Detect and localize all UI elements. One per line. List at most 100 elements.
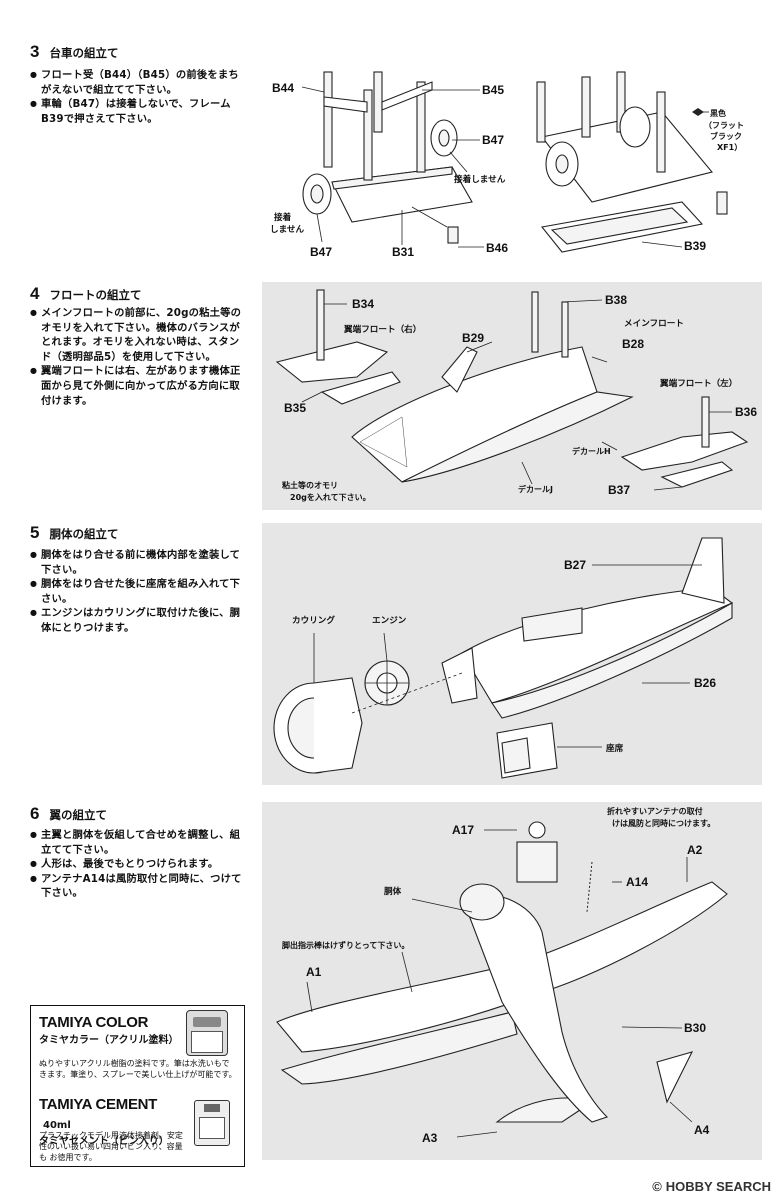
- label-b38: B38: [605, 293, 627, 307]
- step-4-diagram: B34 翼端フロート（右） B29 B38 メインフロート B28 翼端フロート…: [262, 282, 762, 510]
- tamiya-cement-brand: TAMIYA CEMENT: [39, 1096, 158, 1113]
- tamiya-color-subtitle: タミヤカラー（アクリル塗料）: [39, 1035, 179, 1046]
- instruction: 胴体をはり合せる前に機体内部を塗装して下さい。: [30, 548, 245, 577]
- label-decal-j: デカールJ: [518, 484, 553, 494]
- step-title: 翼の組立て: [49, 808, 107, 822]
- note-weight-1: 粘土等のオモリ: [281, 480, 338, 490]
- step-6-diagram: A17 A14 A2 A1 B30 A4 A3 胴体 脚出指示棒はけずりとって下…: [262, 802, 762, 1160]
- wingtip-float-left-illustration: [620, 396, 749, 488]
- step-number: 3: [30, 42, 40, 61]
- label-b34: B34: [352, 297, 374, 311]
- step-4-instructions: メインフロートの前部に、20gの粘土等のオモリを入れて下さい。機体のバランスがと…: [30, 306, 245, 408]
- watermark-text: HOBBY SEARCH: [665, 1179, 771, 1194]
- paint-note-2: （フラット: [704, 120, 744, 130]
- tamiya-color-section: TAMIYA COLOR タミヤカラー（アクリル塗料）: [39, 1014, 184, 1046]
- instruction: アンテナA14は風防取付と同時に、つけて下さい。: [30, 872, 245, 901]
- label-b29: B29: [462, 331, 484, 345]
- step-number: 5: [30, 523, 40, 542]
- label-wingtip-float-right: 翼端フロート（右）: [344, 323, 421, 335]
- label-b47: B47: [482, 133, 504, 147]
- watermark: © HOBBY SEARCH: [652, 1179, 771, 1194]
- note-no-glue-2b: しません: [270, 224, 305, 235]
- cart-assembled-illustration: [536, 71, 728, 253]
- label-decal-h: デカールH: [572, 446, 611, 456]
- tamiya-products-ad: TAMIYA COLOR タミヤカラー（アクリル塗料） ぬりやすいアクリル樹脂の…: [30, 1005, 245, 1167]
- step-6: 6 翼の組立て 主翼と胴体を仮組して合せめを調整し、組立てて下さい。 人形は、最…: [0, 790, 783, 1170]
- label-b37: B37: [608, 483, 630, 497]
- instruction: 主翼と胴体を仮組して合せめを調整し、組立てて下さい。: [30, 828, 245, 857]
- label-main-float: メインフロート: [624, 318, 684, 329]
- label-b36: B36: [735, 405, 757, 419]
- label-fuselage: 胴体: [384, 885, 402, 897]
- step-5-heading: 5 胴体の組立て: [30, 523, 118, 543]
- main-float-illustration: [351, 291, 634, 483]
- instruction: 胴体をはり合せた後に座席を組み入れて下さい。: [30, 577, 245, 606]
- label-b47-second: B47: [310, 245, 332, 259]
- fuselage-illustration: [459, 821, 609, 1123]
- label-a1: A1: [306, 965, 322, 979]
- label-b35: B35: [284, 401, 306, 415]
- step-3-heading: 3 台車の組立て: [30, 42, 118, 62]
- tamiya-cement-subtitle: タミヤセメント（ビン入り）: [39, 1136, 169, 1147]
- step-title: 台車の組立て: [49, 46, 119, 60]
- label-cowling: カウリング: [292, 614, 335, 626]
- wingtip-float-right-illustration: [275, 289, 401, 405]
- instruction: フロート受（B44）（B45）の前後をまちがえないで組立てて下さい。: [30, 68, 245, 97]
- instruction: エンジンはカウリングに取付けた後に、胴体にとりつけます。: [30, 606, 245, 635]
- cement-bottle-icon: [194, 1100, 230, 1146]
- label-engine: エンジン: [372, 615, 407, 626]
- engine-illustration: [364, 660, 410, 706]
- label-b31: B31: [392, 245, 414, 259]
- note-weight-2: 20gを入れて下さい。: [290, 493, 371, 502]
- label-b27: B27: [564, 558, 586, 572]
- label-b28: B28: [622, 337, 644, 351]
- tamiya-color-brand: TAMIYA COLOR: [39, 1014, 149, 1031]
- paint-note-4: XF1）: [717, 142, 742, 152]
- label-b46: B46: [486, 241, 508, 255]
- paint-note-1: 黒色: [710, 108, 726, 118]
- tamiya-color-description: ぬりやすいアクリル樹脂の塗料です。筆は水洗いもできます。筆塗り、スプレーで美しい…: [39, 1059, 237, 1079]
- note-no-glue-2a: 接着: [274, 211, 292, 223]
- cowling-illustration: [273, 677, 363, 774]
- label-a17: A17: [452, 823, 474, 837]
- label-a14: A14: [626, 875, 648, 889]
- step-6-heading: 6 翼の組立て: [30, 804, 107, 824]
- label-a3: A3: [422, 1131, 438, 1145]
- step-5-diagram: B27 カウリング エンジン B26 座席: [262, 523, 762, 785]
- step-3: 3 台車の組立て フロート受（B44）（B45）の前後をまちがえないで組立てて下…: [0, 0, 783, 270]
- label-wingtip-float-left: 翼端フロート（左）: [660, 377, 737, 389]
- instruction: 人形は、最後でもとりつけられます。: [30, 857, 245, 872]
- tamiya-cement-size: 40ml: [43, 1120, 71, 1131]
- step-4: 4 フロートの組立て メインフロートの前部に、20gの粘土等のオモリを入れて下さ…: [0, 270, 783, 510]
- note-antenna-2: けは風防と同時につけます。: [612, 818, 715, 828]
- paint-jar-icon: [186, 1010, 228, 1056]
- label-a2: A2: [687, 843, 703, 857]
- cart-exploded-illustration: [302, 71, 473, 244]
- step-4-heading: 4 フロートの組立て: [30, 284, 141, 304]
- step-number: 6: [30, 804, 40, 823]
- label-b30: B30: [684, 1021, 706, 1035]
- step-5-instructions: 胴体をはり合せる前に機体内部を塗装して下さい。 胴体をはり合せた後に座席を組み入…: [30, 548, 245, 636]
- label-b45: B45: [482, 83, 504, 97]
- step-5: 5 胴体の組立て 胴体をはり合せる前に機体内部を塗装して下さい。 胴体をはり合せ…: [0, 515, 783, 785]
- step-title: フロートの組立て: [49, 288, 142, 302]
- label-a4: A4: [694, 1123, 710, 1137]
- tamiya-cement-description: プラスチックモデル用液体接着剤。安定性のいい扱い易い四角いビン入り、容量も お徳…: [39, 1131, 183, 1162]
- label-seat: 座席: [605, 742, 624, 754]
- instruction: 車輪（B47）は接着しないで、フレームB39で押さえて下さい。: [30, 97, 245, 126]
- step-3-instructions: フロート受（B44）（B45）の前後をまちがえないで組立てて下さい。 車輪（B4…: [30, 68, 245, 126]
- note-antenna-1: 折れやすいアンテナの取付: [607, 806, 703, 816]
- note-indicator: 脚出指示棒はけずりとって下さい。: [282, 940, 409, 950]
- step-title: 胴体の組立て: [49, 527, 119, 541]
- instruction: メインフロートの前部に、20gの粘土等のオモリを入れて下さい。機体のバランスがと…: [30, 306, 245, 364]
- fuselage-illustration: [441, 537, 734, 719]
- paint-note-3: ブラック: [710, 131, 742, 141]
- instruction: 翼端フロートには右、左があります機体正面から見て外側に向かって広がる方向に取付け…: [30, 364, 245, 408]
- wing-assembly-illustration: [276, 881, 728, 1123]
- step-6-instructions: 主翼と胴体を仮組して合せめを調整し、組立てて下さい。 人形は、最後でもとりつけら…: [30, 828, 245, 901]
- step-number: 4: [30, 284, 40, 303]
- copyright-icon: ©: [652, 1179, 662, 1194]
- tamiya-cement-section: TAMIYA CEMENT 40ml タミヤセメント（ビン入り）: [39, 1094, 189, 1147]
- label-b26: B26: [694, 676, 716, 690]
- step-3-diagram: B44 B45 B47 接着しません 接着 しません B47 B31 B46 B…: [262, 42, 762, 267]
